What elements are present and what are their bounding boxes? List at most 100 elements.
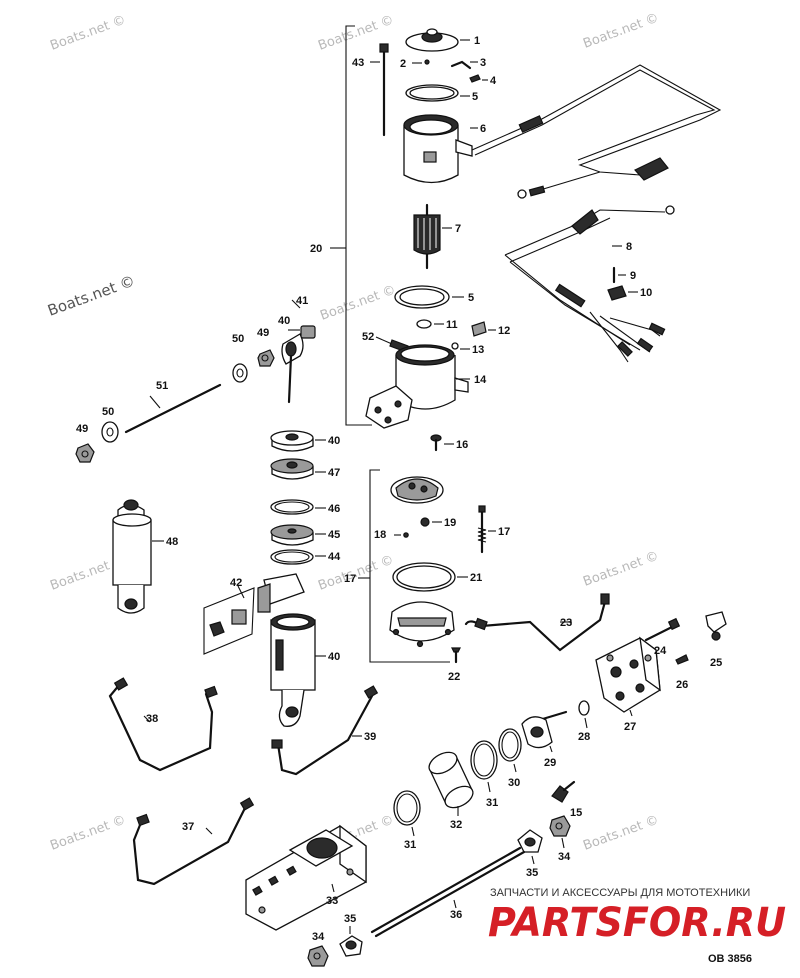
part-label: 31: [404, 839, 416, 851]
part-label: 27: [624, 721, 636, 733]
nut: [307, 945, 329, 967]
part-label: 40: [328, 435, 340, 447]
part-label: 31: [486, 797, 498, 809]
valve-piston: [521, 710, 568, 749]
watermark: Boats.net ©: [48, 13, 128, 54]
o-ring: [393, 790, 421, 826]
screw: [675, 654, 689, 665]
watermark: Boats.net ©: [581, 11, 661, 52]
part-label: 36: [450, 909, 462, 921]
spring-clip: [450, 60, 472, 70]
check-valve: [551, 780, 576, 803]
part-label: 49: [76, 423, 88, 435]
valve-body: [595, 636, 661, 713]
end-cap: [405, 28, 459, 52]
part-label: 14: [474, 374, 487, 386]
screw: [430, 434, 442, 452]
part-label: 6: [480, 123, 486, 135]
part-label: 34: [558, 851, 571, 863]
part-label: 1: [474, 35, 480, 47]
fitting-plug: [339, 935, 363, 957]
part-label: 18: [374, 529, 386, 541]
watermark-layer: Boats.net © Boats.net © Boats.net © Boat…: [45, 11, 661, 854]
part-label: 32: [450, 819, 462, 831]
cylinder-sleeve: [428, 751, 474, 809]
pump-body: [390, 476, 444, 504]
part-label: 5: [472, 91, 478, 103]
nut: [257, 349, 275, 367]
part-label: 5: [468, 292, 474, 304]
part-label: 40: [328, 651, 340, 663]
part-label: 29: [544, 757, 556, 769]
part-label: 7: [455, 223, 461, 235]
part-label: 47: [328, 467, 340, 479]
part-label: 39: [364, 731, 376, 743]
part-label: 44: [328, 551, 341, 563]
shop-tagline: ЗАПЧАСТИ И АКСЕССУАРЫ ДЛЯ МОТОТЕХНИКИ: [490, 887, 750, 899]
small-screw: [469, 74, 481, 83]
pump-base: [389, 601, 455, 648]
part-label: 33: [326, 895, 338, 907]
part-label: 49: [257, 327, 269, 339]
small-seal: [451, 342, 459, 350]
part-label: 8: [626, 241, 632, 253]
clamp: [607, 285, 627, 301]
o-ring: [470, 740, 498, 780]
screw: [451, 647, 461, 653]
part-label: 19: [444, 517, 456, 529]
hydraulic-tube: [132, 804, 248, 886]
pump-group-bracket: [369, 469, 450, 663]
manifold-block: [245, 824, 367, 931]
shop-logo-text: PARTSFOR.RU: [488, 900, 786, 946]
nut: [75, 443, 95, 463]
small-o-ring: [416, 319, 432, 329]
part-label: 15: [570, 807, 582, 819]
bracket-outline: [203, 587, 255, 655]
motor-group-bracket: [345, 25, 372, 426]
long-shaft: [124, 383, 222, 434]
hydraulic-tube: [108, 682, 214, 772]
small-ball: [403, 532, 409, 538]
part-label: 23: [560, 617, 572, 629]
o-ring: [498, 728, 522, 762]
nut: [549, 815, 571, 837]
washer: [101, 421, 119, 443]
shop-banner: ЗАПЧАСТИ И АКСЕССУАРЫ ДЛЯ МОТОТЕХНИКИ PA…: [488, 887, 786, 946]
part-label: 50: [232, 333, 244, 345]
part-label: 4: [490, 75, 497, 87]
part-label: 13: [472, 344, 484, 356]
washer: [232, 363, 248, 383]
long-rod: [370, 846, 526, 938]
part-label: 16: [456, 439, 468, 451]
relief-valve-spring: [477, 505, 487, 554]
watermark: Boats.net ©: [581, 549, 661, 590]
part-label: 35: [344, 913, 356, 925]
watermark: Boats.net ©: [581, 813, 661, 854]
part-label: 51: [156, 380, 168, 392]
motor-frame: [403, 114, 473, 184]
part-label: 28: [578, 731, 590, 743]
part-label: 46: [328, 503, 340, 515]
part-label: 45: [328, 529, 340, 541]
part-label: 35: [526, 867, 538, 879]
watermark: Boats.net ©: [48, 813, 128, 854]
hydraulic-tube: [464, 596, 608, 652]
piston-stack: [270, 430, 314, 565]
part-label: 24: [654, 645, 667, 657]
part-label: 40: [278, 315, 290, 327]
part-label: 43: [352, 57, 364, 69]
part-label: 3: [480, 57, 486, 69]
part-label: 42: [230, 577, 242, 589]
part-label: 25: [710, 657, 722, 669]
part-label: 9: [630, 270, 636, 282]
mount-bracket: [257, 573, 305, 613]
pump-housing: [365, 344, 469, 429]
shock-cylinder: [112, 499, 152, 614]
part-label: 26: [676, 679, 688, 691]
small-ball: [424, 59, 430, 65]
part-label: 37: [182, 821, 194, 833]
through-bolt: [370, 43, 389, 137]
part-label: 52: [362, 331, 374, 343]
motor-wire-harness: [471, 64, 722, 363]
watermark: Boats.net ©: [318, 283, 398, 324]
